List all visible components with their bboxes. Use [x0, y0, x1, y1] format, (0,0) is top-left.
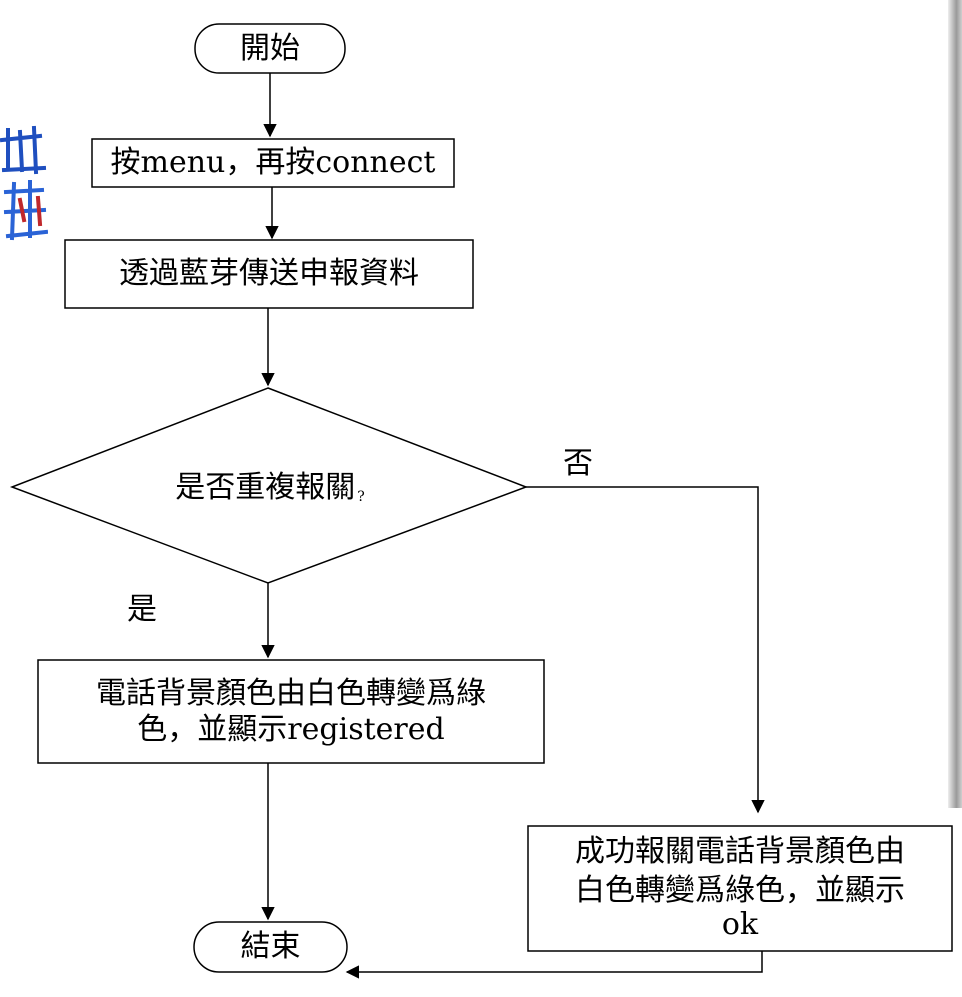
no-result-line2: 白色轉變爲綠色，並顯示: [575, 873, 905, 908]
logo-fragment-icon: [0, 125, 48, 241]
step2-box: [64, 239, 474, 309]
arrow-no-to-end: [345, 951, 763, 979]
no-result-box: [527, 825, 953, 952]
arrow-no-branch: [526, 486, 765, 814]
decision-label: 是否重複報關?: [100, 466, 440, 510]
yes-result-box: [37, 659, 545, 764]
end-terminator: [193, 921, 348, 973]
start-label: 開始: [240, 30, 300, 66]
decision-question-mark: ?: [357, 489, 365, 506]
end-label: 結束: [240, 929, 301, 964]
yes-result-line1: 電話背景顏色由白色轉變爲綠: [96, 675, 486, 711]
step1-box: [91, 138, 455, 188]
right-edge-bar: [948, 0, 962, 808]
step1-suffix: connect: [315, 145, 436, 180]
step2-label: 透過藍芽傳送申報資料: [119, 256, 419, 291]
decision-text: 是否重複報關: [175, 470, 356, 505]
no-result-line1: 成功報關電話背景顏色由: [575, 834, 905, 869]
yes-result-line2: 色，並顯示registered: [137, 711, 445, 747]
no-result-label: 成功報關電話背景顏色由 白色轉變爲綠色，並顯示 ok: [528, 832, 952, 962]
yes-result-label: 電話背景顏色由白色轉變爲綠 色，並顯示registered: [38, 660, 544, 763]
no-branch-label: 否: [563, 446, 593, 481]
step1-prefix: 按menu，再按: [110, 145, 316, 180]
no-result-line3: ok: [721, 907, 759, 942]
yes-branch-label: 是: [127, 592, 157, 627]
